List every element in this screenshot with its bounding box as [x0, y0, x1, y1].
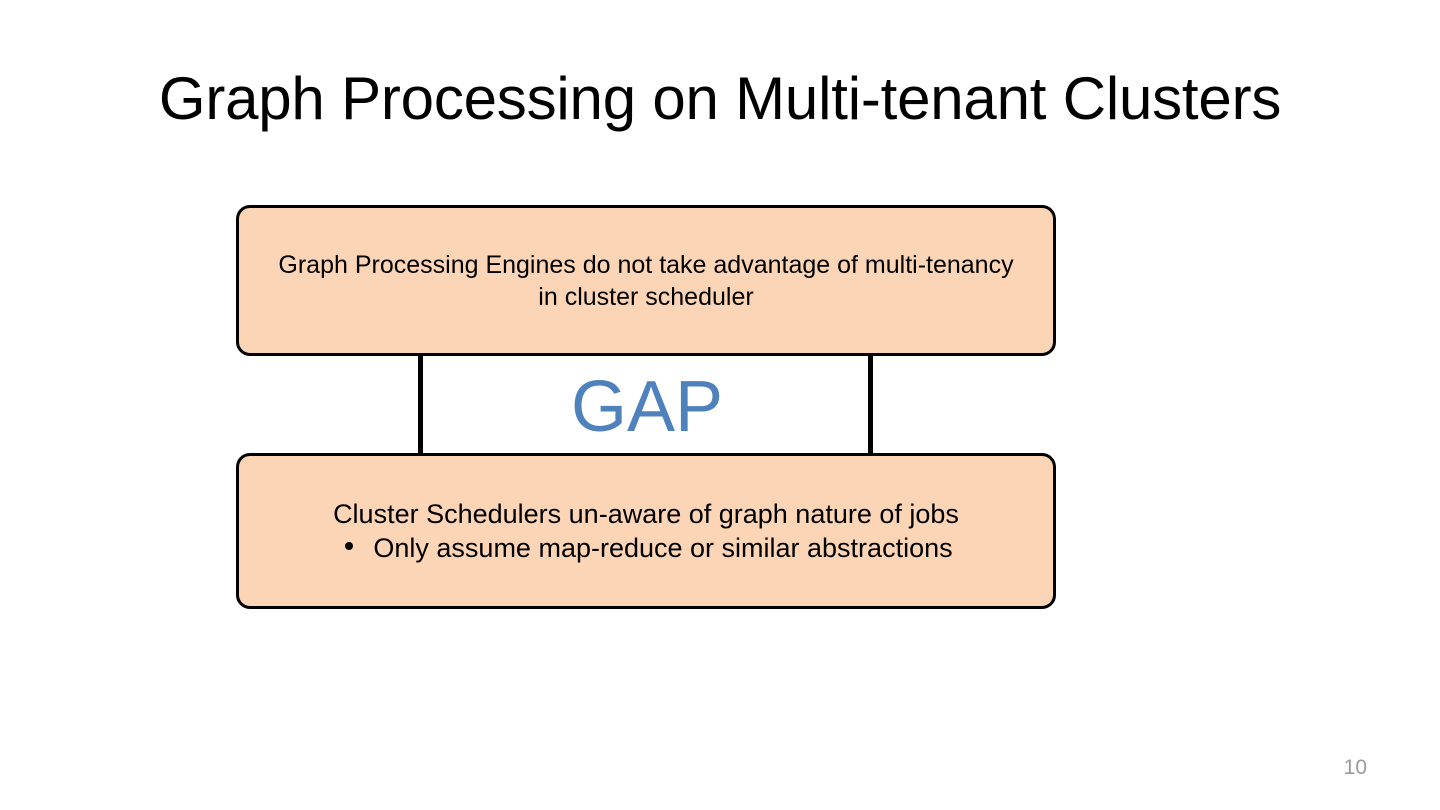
connector-line-left	[418, 353, 423, 463]
gap-label: GAP	[570, 367, 724, 447]
callout-bottom-bullet-item: Only assume map-reduce or similar abstra…	[339, 531, 953, 565]
callout-top-line-2: in cluster scheduler	[538, 282, 754, 311]
connector-line-right	[868, 353, 873, 463]
callout-top-line-1: Graph Processing Engines do not take adv…	[278, 250, 1014, 279]
callout-bottom-heading: Cluster Schedulers un-aware of graph nat…	[333, 499, 959, 529]
bullet-dot-icon	[345, 542, 354, 550]
page-number: 10	[1343, 756, 1367, 779]
callout-box-top: Graph Processing Engines do not take adv…	[236, 205, 1056, 356]
page-title: Graph Processing on Multi-tenant Cluster…	[158, 65, 1282, 132]
callout-bottom-bullet-text: Only assume map-reduce or similar abstra…	[373, 533, 953, 563]
callout-box-bottom: Cluster Schedulers un-aware of graph nat…	[236, 453, 1056, 609]
gap-diagram: Graph Processing Engines do not take adv…	[236, 205, 1058, 609]
